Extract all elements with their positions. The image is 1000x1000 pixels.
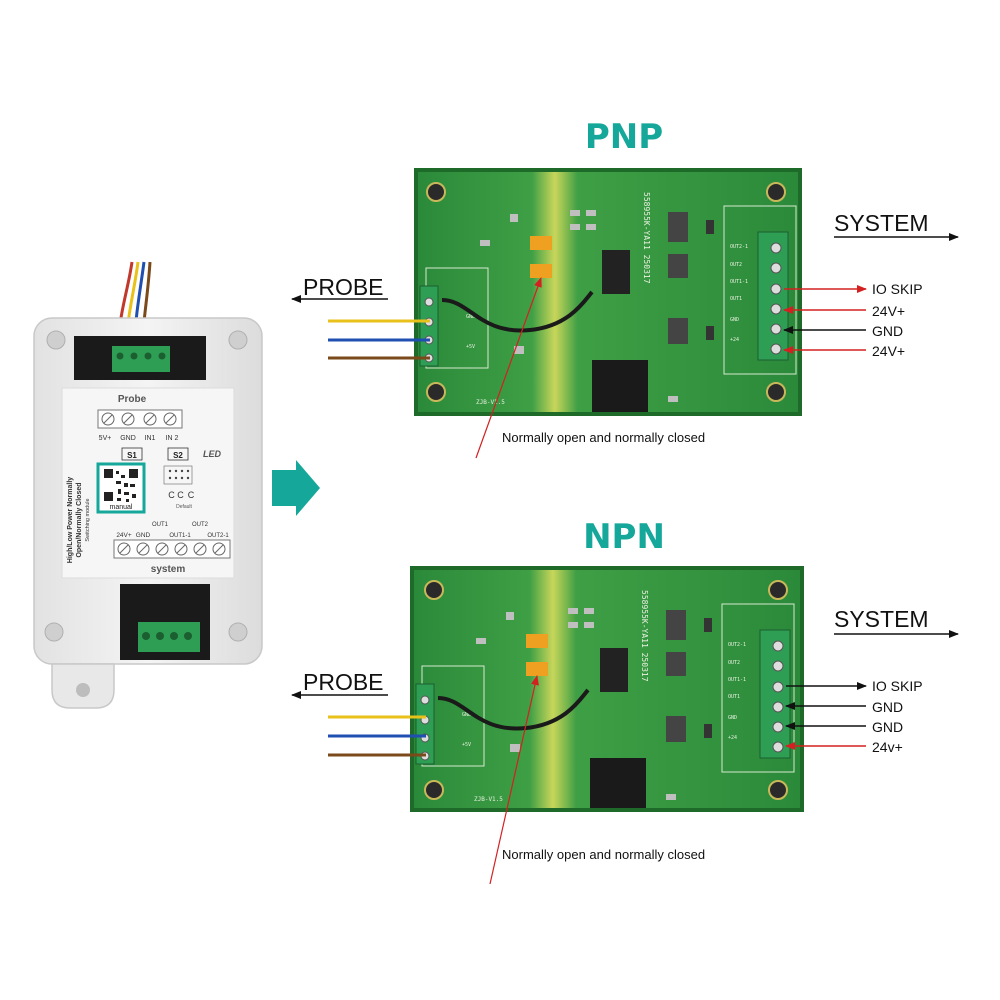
connector-cable bbox=[592, 360, 648, 412]
led-label: LED bbox=[203, 449, 222, 459]
pnp-title: PNP bbox=[585, 117, 663, 157]
probe-section-label: Probe bbox=[118, 394, 147, 405]
pnp-note: Normally open and normally closed bbox=[502, 430, 705, 445]
pnp-system-label: SYSTEM bbox=[834, 210, 929, 236]
module-side-text-2: Open/Normally Closed bbox=[76, 482, 83, 557]
npn-pin4-label: 24v+ bbox=[872, 739, 903, 755]
s2-jumper-pins: C C C bbox=[163, 465, 195, 500]
system-terminal-green bbox=[757, 231, 789, 361]
jumper-lower bbox=[526, 662, 548, 676]
board-version: ZJB-V1.5 bbox=[476, 399, 505, 406]
pnp-pin4-label: 24V+ bbox=[872, 343, 905, 359]
screw-hole bbox=[228, 622, 248, 642]
board-serial: 558955K-YA11 250317 bbox=[640, 590, 649, 682]
npn-title: NPN bbox=[583, 517, 665, 557]
qr-code bbox=[96, 462, 146, 514]
pnp-pin3-label: GND bbox=[872, 323, 903, 339]
system-terminal-green bbox=[759, 629, 791, 759]
board-pin-24: +24 bbox=[728, 735, 737, 741]
terminal-label-in2: IN 2 bbox=[166, 435, 179, 442]
terminal-label-5v: 5V+ bbox=[99, 435, 112, 442]
pnp-pcb-board: 558955K-YA11 250317 ZJB-V1.5 GND +5V OUT… bbox=[414, 168, 802, 416]
board-pin-out2: OUT2 bbox=[730, 262, 742, 268]
terminal-label-gnd: GND bbox=[120, 435, 136, 442]
s1-label: S1 bbox=[127, 451, 137, 460]
sys-terminal-24v: 24V+ bbox=[116, 532, 132, 539]
sys-terminal-gnd: GND bbox=[136, 532, 151, 539]
board-left-pin-5v: +5V bbox=[462, 742, 471, 748]
board-pin-out1-1: OUT1-1 bbox=[728, 677, 746, 683]
jumper-upper bbox=[526, 634, 548, 648]
ic-chip bbox=[600, 648, 628, 692]
switching-module: Probe 5V+ GND IN1 IN 2 S1 S2 LED bbox=[33, 261, 263, 709]
board-serial: 558955K-YA11 250317 bbox=[642, 192, 651, 284]
board-left-pin-gnd: GND bbox=[466, 314, 475, 320]
npn-pin2-label: GND bbox=[872, 699, 903, 715]
system-screw-terminals bbox=[113, 539, 231, 559]
npn-system-label: SYSTEM bbox=[834, 606, 929, 632]
terminal-label-in1: IN1 bbox=[145, 435, 156, 442]
svg-text:C: C bbox=[188, 490, 195, 500]
sys-terminal-out1-1: OUT1-1 bbox=[169, 533, 191, 539]
connector-cable bbox=[590, 758, 646, 808]
s2-label: S2 bbox=[173, 451, 183, 460]
out2-label: OUT2 bbox=[192, 522, 209, 528]
board-pin-out1-1: OUT1-1 bbox=[730, 279, 748, 285]
ic-chip bbox=[602, 250, 630, 294]
module-side-text-3: Switching module bbox=[85, 498, 91, 541]
board-pin-out1: OUT1 bbox=[728, 694, 740, 700]
npn-io-skip-label: IO SKIP bbox=[872, 678, 923, 694]
board-version: ZJB-V1.5 bbox=[474, 796, 503, 803]
pnp-jumper-arrow-icon bbox=[475, 277, 542, 459]
pnp-io-skip-label: IO SKIP bbox=[872, 281, 923, 297]
board-left-pin-5v: +5V bbox=[466, 344, 475, 350]
board-pin-out2-1: OUT2-1 bbox=[728, 642, 746, 648]
pnp-pin2-label: 24V+ bbox=[872, 303, 905, 319]
module-side-text-1: High/Low Power Normally bbox=[67, 477, 74, 563]
screw-hole bbox=[228, 330, 248, 350]
svg-text:C C: C C bbox=[168, 490, 184, 500]
npn-probe-label: PROBE bbox=[303, 669, 384, 695]
default-note: Default bbox=[176, 504, 192, 510]
jumper-lower bbox=[530, 264, 552, 278]
qr-caption: manual bbox=[110, 504, 133, 511]
board-pin-out1: OUT1 bbox=[730, 296, 742, 302]
teal-arrow-icon bbox=[272, 460, 320, 516]
system-section-label: system bbox=[151, 564, 186, 575]
out1-label: OUT1 bbox=[152, 522, 169, 528]
pnp-probe-label: PROBE bbox=[303, 274, 384, 300]
npn-pin3-label: GND bbox=[872, 719, 903, 735]
jumper-upper bbox=[530, 236, 552, 250]
probe-screw-terminals bbox=[97, 409, 183, 429]
npn-jumper-arrow-icon bbox=[489, 675, 539, 885]
board-pin-gnd: GND bbox=[730, 317, 739, 323]
npn-pcb-board: 558955K-YA11 250317 ZJB-V1.5 GND +5V OUT… bbox=[410, 566, 804, 812]
board-left-pin-gnd: GND bbox=[462, 712, 471, 718]
sys-terminal-out2-1: OUT2-1 bbox=[207, 533, 229, 539]
board-pin-out2-1: OUT2-1 bbox=[730, 244, 748, 250]
npn-note: Normally open and normally closed bbox=[502, 847, 705, 862]
board-pin-out2: OUT2 bbox=[728, 660, 740, 666]
board-pin-gnd: GND bbox=[728, 715, 737, 721]
screw-hole bbox=[44, 622, 64, 642]
board-pin-24: +24 bbox=[730, 337, 739, 343]
screw-hole bbox=[46, 330, 66, 350]
mounting-hole bbox=[76, 683, 90, 697]
